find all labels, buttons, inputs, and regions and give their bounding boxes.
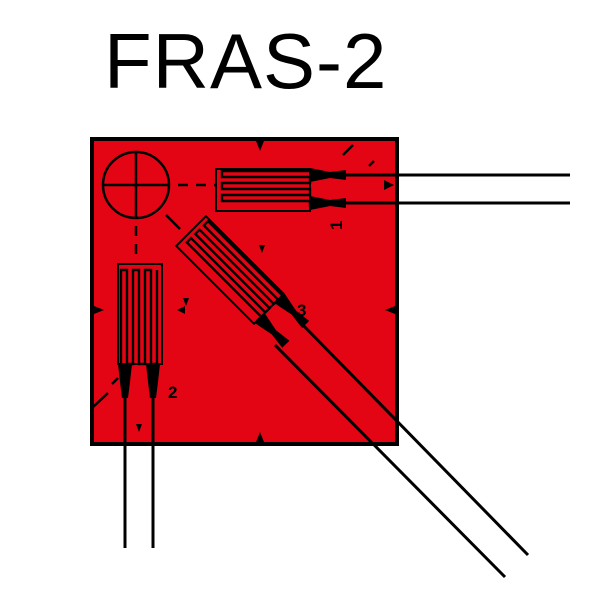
crosshair-circle-icon: [101, 150, 171, 220]
gauge-2: 2: [117, 263, 177, 548]
gauge-3-leads: [273, 320, 530, 579]
gauge-2-label: 2: [168, 383, 177, 402]
gauge-1: 1: [215, 168, 570, 230]
product-title: FRAS-2: [104, 17, 388, 105]
gauge-3: [174, 214, 310, 348]
edge-tick-marks: [94, 141, 395, 442]
alignment-guides: [91, 144, 375, 409]
gauge-1-label: 1: [327, 221, 346, 230]
gauge-3-label: 3: [297, 301, 306, 320]
